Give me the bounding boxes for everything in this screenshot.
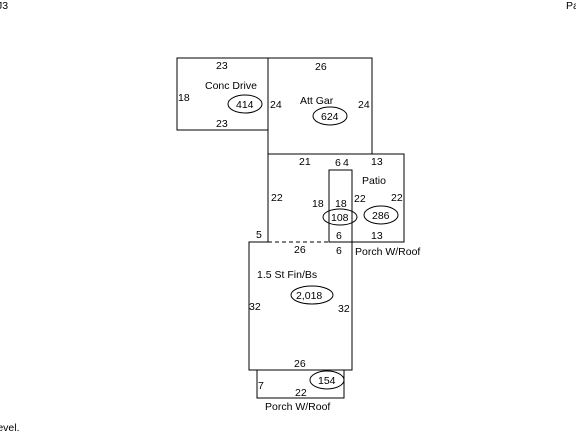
- att-gar-left-dim: 24: [270, 99, 282, 111]
- corner-label-top-left: J3: [0, 0, 8, 12]
- patio-area: 286: [372, 210, 390, 222]
- att-gar-area: 624: [321, 111, 339, 123]
- att-gar-top-dim: 26: [315, 61, 327, 73]
- att-gar-label: Att Gar: [300, 95, 334, 107]
- patio-right-dim: 22: [391, 192, 403, 204]
- patio-left-dim: 22: [354, 193, 366, 205]
- main-house-area: 2,018: [296, 290, 322, 302]
- att-gar-area-ellipse: [312, 106, 348, 126]
- main-house-area-ellipse: [290, 285, 334, 305]
- corner-label-top-right: Pa: [566, 0, 576, 12]
- att-gar-right-dim: 24: [358, 99, 370, 111]
- porch-mid-outline: [328, 169, 353, 243]
- upper-block-left-dim: 22: [271, 192, 283, 204]
- upper-block-top-dim: 21: [299, 156, 311, 168]
- porch-mid-area: 108: [331, 212, 349, 224]
- main-house-bottom-dim: 26: [294, 358, 306, 370]
- porch-mid-bottom-dim: 6: [336, 230, 342, 242]
- porch-bottom-area: 154: [318, 375, 336, 387]
- upper-block-step-dim: 5: [256, 229, 262, 241]
- porch-bottom-label: Porch W/Roof: [265, 401, 330, 413]
- porch-mid-label: Porch W/Roof: [355, 246, 420, 258]
- patio-outline: [352, 153, 405, 243]
- porch-mid-top-dim: 4: [343, 157, 349, 169]
- conc-drive-bottom-dim: 23: [216, 118, 228, 130]
- att-gar-outline: [267, 57, 373, 155]
- corner-label-bottom-left: level.: [0, 422, 20, 432]
- patio-top-dim: 13: [371, 156, 383, 168]
- patio-label: Patio: [362, 175, 386, 187]
- porch-mid-area-ellipse: [322, 208, 358, 226]
- main-house-outline: [248, 241, 353, 371]
- porch-bottom-outline: [256, 370, 345, 399]
- porch-bottom-area-ellipse: [309, 370, 345, 390]
- porch-mid-left-dim: 18: [312, 198, 324, 210]
- porch-bottom-bottom-dim: 22: [295, 387, 307, 399]
- porch-mid-right-dim: 18: [335, 198, 347, 210]
- main-house-label: 1.5 St Fin/Bs: [257, 269, 317, 281]
- conc-drive-left-dim: 18: [178, 92, 190, 104]
- conc-drive-label: Conc Drive: [205, 80, 257, 92]
- main-house-step-right-dim: 6: [336, 245, 342, 257]
- conc-drive-top-dim: 23: [216, 60, 228, 72]
- main-house-mid-dim: 26: [294, 244, 306, 256]
- main-house-right-dim: 32: [338, 303, 350, 315]
- patio-area-ellipse: [363, 205, 399, 225]
- patio-bottom-dim: 13: [371, 230, 383, 242]
- main-house-left-dim: 32: [249, 301, 261, 313]
- porch-bottom-left-dim: 7: [258, 380, 264, 392]
- conc-drive-area: 414: [236, 99, 254, 111]
- upper-block-notch-dim: 6: [335, 157, 341, 169]
- conc-drive-area-ellipse: [227, 94, 263, 114]
